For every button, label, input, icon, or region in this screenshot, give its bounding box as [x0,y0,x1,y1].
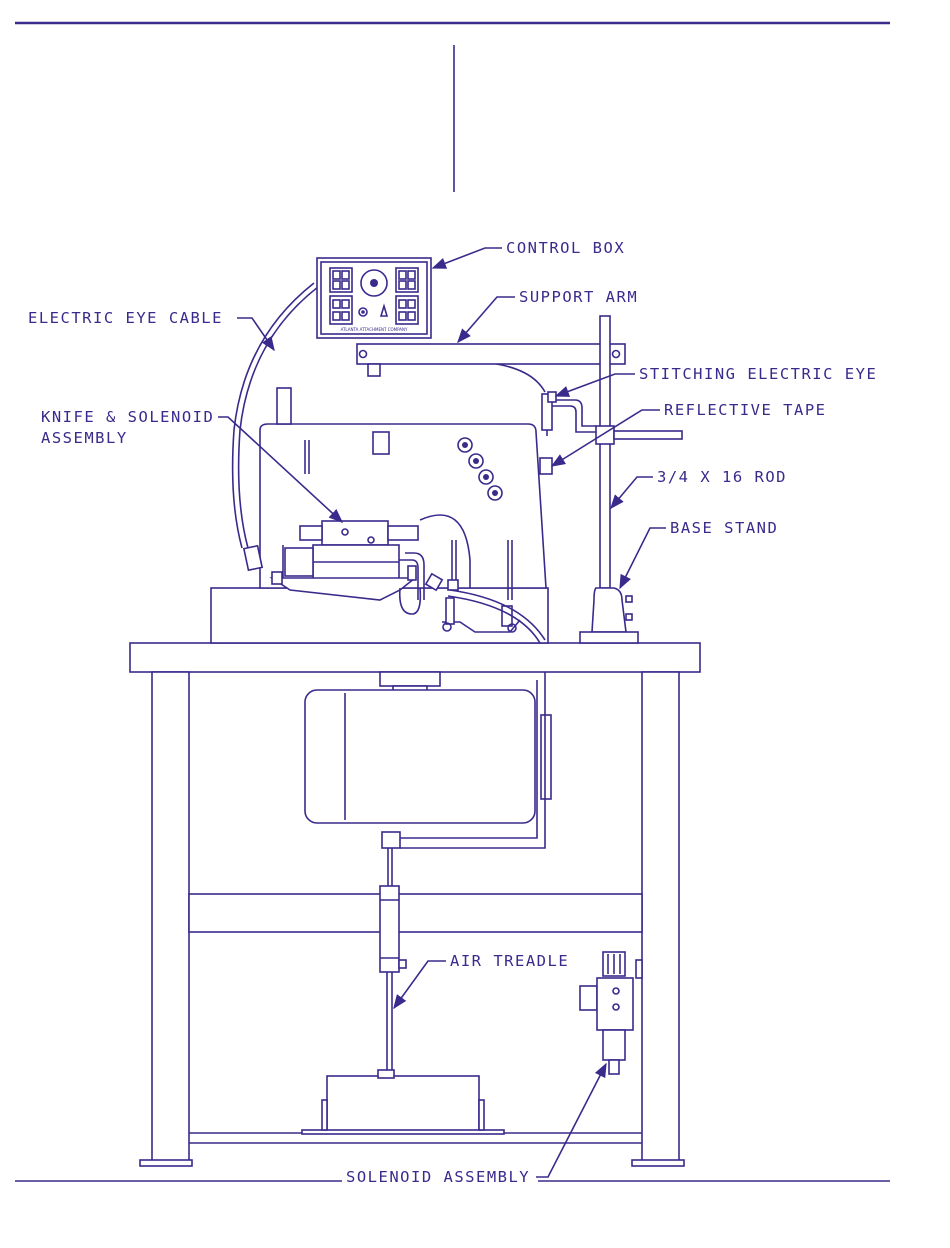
stitching-eye-cap [548,392,556,402]
base-stand-body [592,588,626,632]
leader-stitching-electric-eye [556,374,635,396]
knife-rod-r [388,526,418,540]
stand-screw-2 [626,614,632,620]
leader-electric-eye-cable [237,318,274,350]
treadle-side-l [322,1100,327,1130]
leg-left [152,672,189,1164]
support-arm-bar [357,344,625,364]
valve-bracket [636,960,642,978]
eye-mount-bracket-2 [550,406,596,432]
motor-pulley [541,715,551,799]
treadle-base [302,1130,504,1134]
stitching-eye-cable [478,362,545,392]
label-air-treadle: AIR TREADLE [450,952,569,970]
knife-base [272,572,282,584]
leader-base-stand [620,528,666,588]
arm-stub [368,364,380,376]
motor-mount [380,672,440,686]
label-electric-eye-cable: ELECTRIC EYE CABLE [28,309,223,327]
treadle-connector [382,832,400,848]
foot-left [140,1160,192,1166]
valve-drain [609,1060,619,1074]
label-solenoid-assembly: SOLENOID ASSEMBLY [346,1168,530,1186]
label-control-box: CONTROL BOX [506,239,625,257]
solenoid-bracket [285,548,313,576]
cross-brace [189,894,642,932]
table-top [130,643,700,672]
treadle-pedal-top [378,1070,394,1078]
valve-bowl [603,1030,625,1060]
label-reflective-tape: REFLECTIVE TAPE [664,401,826,419]
horizontal-rod [614,431,682,439]
reflective-tape-patch [540,458,552,474]
knife-top-block [322,521,388,545]
fitting-block [408,566,416,580]
logo-emblem-center [370,279,378,287]
stand-screw [626,596,632,602]
treadle-side-r [479,1100,484,1130]
leader-control-box [433,248,502,268]
reset-button-center [361,310,365,314]
base-stand [580,588,638,643]
leader-support-arm [458,297,515,342]
leader-rod [611,477,653,508]
control-box: ATLANTA ATTACHMENT COMPANY [317,258,431,338]
air-cylinder [380,886,399,972]
solenoid-valve [580,952,642,1074]
motor-body [305,690,535,823]
base-stand-plate [580,632,638,643]
leader-solenoid-assembly [536,1064,606,1177]
foot-right [632,1160,684,1166]
label-support-arm: SUPPORT ARM [519,288,638,306]
vertical-rod [600,316,610,588]
eye-mount-bracket [550,400,596,426]
label-knife-solenoid-1: KNIFE & SOLENOID [41,408,214,426]
label-stitching-electric-eye: STITCHING ELECTRIC EYE [639,365,877,383]
motor [305,672,551,848]
control-box-company: ATLANTA ATTACHMENT COMPANY [341,327,408,332]
machine-window [373,432,389,454]
air-treadle [302,832,504,1134]
treadle-pedal [327,1076,479,1133]
sewing-machine [211,388,552,643]
machine-spool-post [277,388,291,424]
knife-rod-l [300,526,322,540]
label-knife-solenoid-2: ASSEMBLY [41,429,128,447]
presser-bar [446,598,454,624]
leg-right [642,672,679,1164]
label-rod: 3/4 X 16 ROD [657,468,787,486]
label-base-stand: BASE STAND [670,519,778,537]
cylinder-fitting [399,960,406,968]
fitting-2 [448,580,458,590]
valve-knob [580,986,597,1010]
